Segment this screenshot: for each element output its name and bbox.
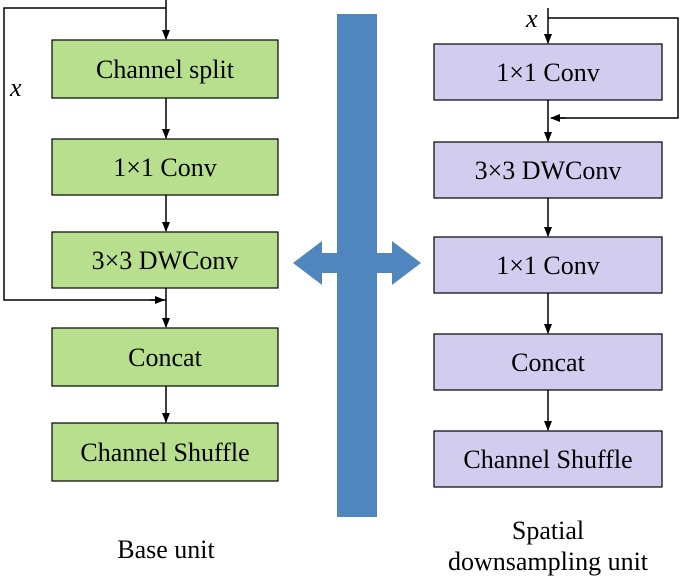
base-box-label: 1×1 Conv <box>113 153 217 182</box>
base-box-1x1-conv <box>51 138 279 196</box>
base-box-label: Channel Shuffle <box>80 438 249 467</box>
base-box-label: 3×3 DWConv <box>92 246 239 275</box>
spatial-box-label: Concat <box>511 348 585 377</box>
center-divider <box>293 14 421 517</box>
base-box-channel-shuffle <box>51 422 279 482</box>
spatial-input-label: x <box>525 4 538 33</box>
spatial-box-label: 1×1 Conv <box>496 251 600 280</box>
base-box-concat <box>51 327 279 387</box>
base-box-3x3-dwconv <box>51 231 279 289</box>
spatial-box-label: 3×3 DWConv <box>475 156 622 185</box>
spatial-box-3x3-dwconv <box>433 141 663 199</box>
spatial-box-concat <box>433 333 663 391</box>
spatial-box-1x1-conv <box>433 43 663 101</box>
base-box-channel-split <box>51 39 279 99</box>
spatial-box-label: 1×1 Conv <box>496 58 600 87</box>
base-unit: x Channel split 1×1 Conv 3×3 DWConv Conc… <box>3 0 279 564</box>
base-unit-caption: Base unit <box>117 535 215 564</box>
spatial-skip-connection <box>548 17 679 119</box>
double-arrow-icon <box>293 241 421 285</box>
spatial-unit-caption-line1: Spatial <box>512 516 584 545</box>
spatial-unit: x 1×1 Conv 3×3 DWConv 1×1 Conv Concat Ch… <box>433 4 679 576</box>
base-input-label: x <box>9 73 22 102</box>
spatial-box-1x1-conv-2 <box>433 236 663 294</box>
base-skip-connection <box>3 7 166 301</box>
spatial-box-channel-shuffle <box>433 430 663 488</box>
spatial-unit-caption-line2: downsampling unit <box>448 547 649 576</box>
base-box-label: Channel split <box>96 55 235 84</box>
spatial-box-label: Channel Shuffle <box>463 445 632 474</box>
base-box-label: Concat <box>128 343 202 372</box>
